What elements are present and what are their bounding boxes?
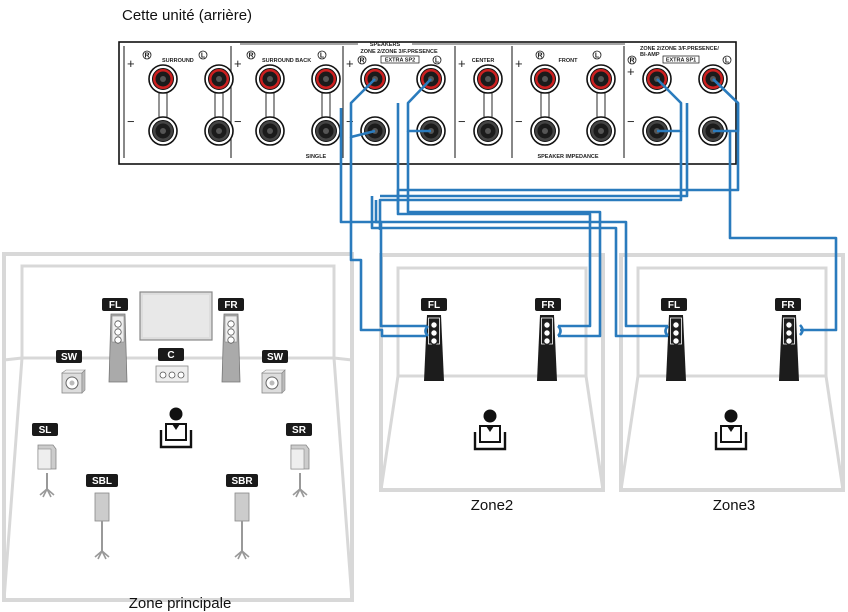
svg-text:+: + [627, 64, 635, 79]
badge-sbl [86, 474, 118, 487]
center-label: CENTER [472, 58, 495, 64]
badge-fl-zone3 [661, 298, 687, 311]
zone-presence-label: ZONE 2/ZONE 3/F.PRESENCE [360, 49, 438, 55]
badge-sl [32, 423, 58, 436]
svg-text:R: R [537, 53, 542, 60]
badge-sw-left [56, 350, 82, 363]
badge-fr-main-text: FR [224, 300, 238, 311]
svg-text:R: R [359, 58, 364, 65]
svg-text:L: L [725, 58, 730, 65]
extra-sp2-label: EXTRA SP2 [385, 58, 415, 64]
rl-markers: R L R L R L R L R L [142, 50, 732, 65]
svg-text:R: R [248, 53, 253, 60]
badge-fr-zone2 [535, 298, 561, 311]
badge-fl-zone2 [421, 298, 447, 311]
zone-biamp-label-2: BI-AMP [640, 52, 660, 58]
speaker-fl-main [108, 313, 128, 383]
badge-sr [286, 423, 312, 436]
surround-back-label: SURROUND BACK [262, 58, 311, 64]
badge-c-text: C [167, 350, 174, 361]
speaker-center [155, 365, 189, 383]
svg-text:−: − [515, 114, 523, 129]
svg-text:R: R [144, 53, 149, 60]
speaker-fl-zone2 [423, 314, 445, 382]
badge-sbr-text: SBR [231, 476, 253, 487]
subwoofer-right [261, 369, 286, 394]
badge-sbr [226, 474, 258, 487]
svg-text:−: − [234, 114, 242, 129]
extra-sp1-label: EXTRA SP1 [666, 58, 696, 64]
badge-sbl-text: SBL [92, 476, 112, 487]
svg-text:+: + [127, 56, 135, 71]
badge-sr-text: SR [292, 425, 307, 436]
front-label: FRONT [559, 58, 579, 64]
badge-fr-main [218, 298, 244, 311]
svg-text:R: R [629, 58, 634, 65]
zone-biamp-label-1: ZONE 2/ZONE 3/F.PRESENCE/ [640, 46, 719, 52]
subwoofer-left [61, 369, 86, 394]
badge-c [158, 348, 184, 361]
svg-text:+: + [515, 56, 523, 71]
badge-fr-zone3-text: FR [781, 300, 795, 311]
surround-label: SURROUND [162, 58, 194, 64]
speaker-fr-zone3 [778, 314, 800, 382]
svg-text:L: L [435, 58, 440, 65]
svg-text:+: + [234, 56, 242, 71]
badge-sw-right [262, 350, 288, 363]
badge-sw-right-text: SW [267, 352, 284, 363]
badge-fl-main-text: FL [109, 300, 121, 311]
main-zone-label: Zone principale [129, 595, 232, 612]
badge-fl-zone3-text: FL [668, 300, 680, 311]
speaker-fr-main [221, 313, 241, 383]
svg-text:−: − [627, 114, 635, 129]
svg-text:+: + [346, 56, 354, 71]
svg-text:L: L [320, 53, 325, 60]
badge-fl-main [102, 298, 128, 311]
badge-fr-zone3 [775, 298, 801, 311]
badge-sl-text: SL [39, 425, 52, 436]
svg-text:+: + [458, 56, 466, 71]
cable-terminations [424, 324, 804, 337]
speaker-cables [339, 78, 838, 338]
zone2-room [379, 253, 605, 492]
speakers-header: SPEAKERS [370, 42, 401, 48]
svg-text:L: L [201, 53, 206, 60]
svg-text:−: − [127, 114, 135, 129]
badge-fr-zone2-text: FR [541, 300, 555, 311]
speaker-fr-zone2 [536, 314, 558, 382]
zone3-room [619, 253, 845, 492]
zone2-label: Zone2 [471, 497, 514, 514]
badge-sw-left-text: SW [61, 352, 78, 363]
badge-fl-zone2-text: FL [428, 300, 440, 311]
svg-text:L: L [595, 53, 600, 60]
svg-text:−: − [458, 114, 466, 129]
zone3-label: Zone3 [713, 497, 756, 514]
speaker-fl-zone3 [665, 314, 687, 382]
impedance-label: SPEAKER IMPEDANCE [537, 154, 598, 160]
tv-screen [139, 291, 213, 341]
diagram-title: Cette unité (arrière) [122, 7, 252, 24]
rear-panel: SPEAKERS SURROUND SURROUND BACK ZONE 2/Z… [118, 41, 737, 165]
single-label: SINGLE [306, 154, 327, 160]
